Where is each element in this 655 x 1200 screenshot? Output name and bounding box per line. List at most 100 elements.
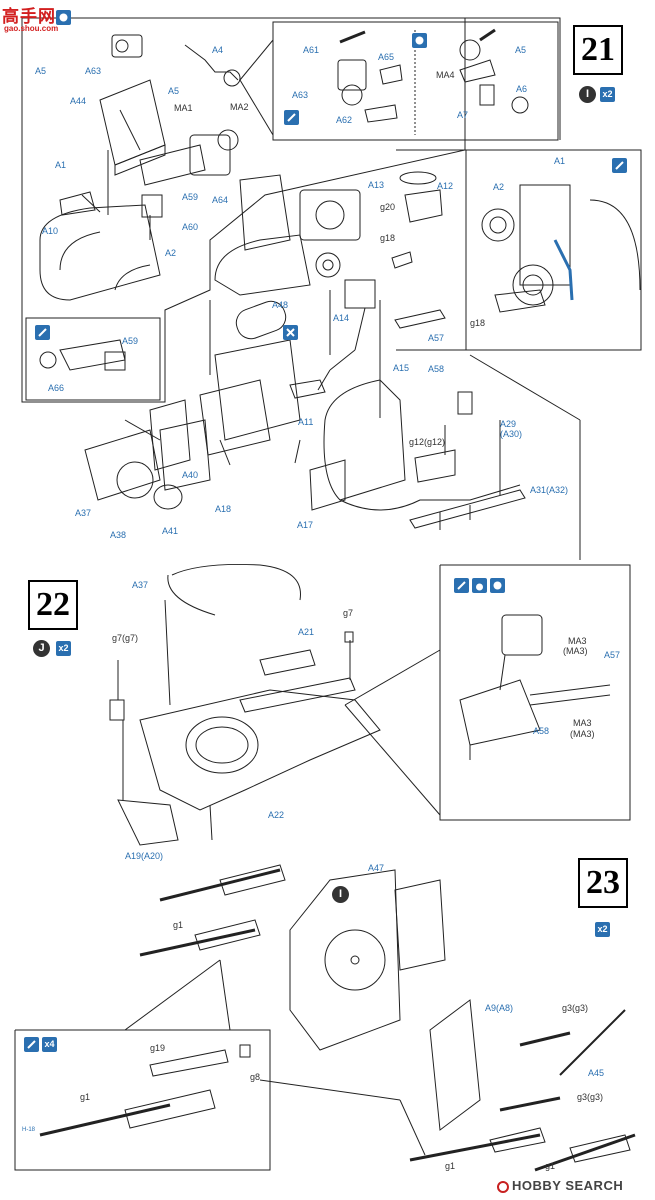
part-label: A40	[182, 470, 199, 480]
glue-icon	[490, 578, 505, 593]
part-label: MA3	[573, 718, 592, 728]
part-label: A2	[493, 182, 505, 192]
part-label: A63	[85, 66, 102, 76]
part-label: A12	[437, 181, 454, 191]
part-label: g20	[380, 202, 396, 212]
part-label: A17	[297, 520, 314, 530]
part-label: g12(g12)	[409, 437, 446, 447]
remove-icon	[283, 325, 298, 340]
part-label: A5	[515, 45, 527, 55]
inset-a59	[25, 317, 161, 401]
part-label: g7(g7)	[112, 633, 139, 643]
part-label: A9(A8)	[485, 1003, 514, 1013]
paint-brush-icon	[35, 325, 50, 340]
part-label: A37	[75, 508, 92, 518]
part-label: A19(A20)	[125, 851, 164, 861]
a22-floor	[139, 689, 381, 811]
part-label: MA4	[436, 70, 455, 80]
logo-ring-icon	[497, 1181, 509, 1193]
part-label: (MA3)	[570, 729, 595, 739]
part-label: A11	[298, 417, 314, 427]
paint-reference: H-18	[22, 1127, 36, 1133]
part-label: A58	[428, 364, 445, 374]
part-label: A5	[168, 86, 180, 96]
inset-23	[14, 1029, 271, 1171]
part-label: g8	[250, 1072, 261, 1082]
part-label: A59	[122, 336, 139, 346]
part-tree-badge-23: I	[332, 886, 349, 903]
part-label: A22	[268, 810, 285, 820]
part-label: (MA3)	[563, 646, 588, 656]
part-label: A13	[368, 180, 385, 190]
a37-ring	[171, 563, 301, 601]
part-label: A61	[303, 45, 320, 55]
part-label: A64	[212, 195, 229, 205]
part-label: A57	[428, 333, 445, 343]
part-label: A59	[182, 192, 199, 202]
detail-box-right	[465, 149, 642, 351]
part-label: A48	[272, 300, 289, 310]
part-label: A7	[457, 110, 469, 120]
part-tree-badge-21: I	[579, 86, 596, 103]
part-label: g7	[343, 608, 354, 618]
part-label: A57	[604, 650, 621, 660]
part-label: A45	[588, 1068, 605, 1078]
part-label: A4	[212, 45, 224, 55]
part-tree-badge-22: J	[33, 640, 50, 657]
part-label: A38	[110, 530, 127, 540]
part-label: A29	[500, 419, 517, 429]
part-label: A66	[48, 383, 65, 393]
part-label: MA2	[230, 102, 249, 112]
part-label: A21	[298, 627, 315, 637]
part-label: A58	[533, 726, 550, 736]
part-label: A63	[292, 90, 309, 100]
part-label: A5	[35, 66, 47, 76]
part-label: g18	[470, 318, 486, 328]
part-label: A1	[554, 156, 566, 166]
quantity-badge-23: x2	[595, 922, 610, 937]
step-number-21: 21	[573, 25, 623, 75]
step-number-22: 22	[28, 580, 78, 630]
part-label: A65	[378, 52, 395, 62]
glue-icon	[56, 10, 71, 25]
part-label: A62	[336, 115, 353, 125]
sub-box-a61	[272, 21, 559, 141]
part-label: A31(A32)	[530, 485, 569, 495]
part-label: g1	[80, 1092, 91, 1102]
part-label: A41	[162, 526, 179, 536]
paint-brush-icon	[284, 110, 299, 125]
quantity-badge-22: x2	[56, 641, 71, 656]
part-label: g19	[150, 1043, 166, 1053]
detail-box-22	[439, 564, 631, 821]
drop-icon	[472, 578, 487, 593]
part-label: A60	[182, 222, 199, 232]
glue-icon	[412, 33, 427, 48]
part-label: (A30)	[500, 429, 523, 439]
a47-housing	[289, 869, 401, 1051]
part-label: A14	[333, 313, 350, 323]
part-label: A10	[42, 226, 59, 236]
watermark-logo: 高手网	[2, 7, 56, 26]
part-label: g3(g3)	[562, 1003, 589, 1013]
part-label: A2	[165, 248, 177, 258]
part-label: A6	[516, 84, 528, 94]
paint-brush-icon	[612, 158, 627, 173]
paint-brush-icon	[454, 578, 469, 593]
part-label: A47	[368, 863, 385, 873]
part-label: A1	[55, 160, 67, 170]
part-label: A18	[215, 504, 232, 514]
part-label: g1	[445, 1161, 456, 1171]
part-label: g18	[380, 233, 396, 243]
part-label: g3(g3)	[577, 1092, 604, 1102]
watermark-url: gao.shou.com	[4, 24, 59, 33]
quantity-badge-21: x2	[600, 87, 615, 102]
part-label: MA1	[174, 103, 193, 113]
paint-brush-icon	[24, 1037, 39, 1052]
step-number-23: 23	[578, 858, 628, 908]
part-label: MA3	[568, 636, 587, 646]
quantity-badge-inset: x4	[42, 1037, 57, 1052]
part-label: g1	[173, 920, 184, 930]
footer-watermark: HOBBY SEARCH	[497, 1178, 623, 1193]
